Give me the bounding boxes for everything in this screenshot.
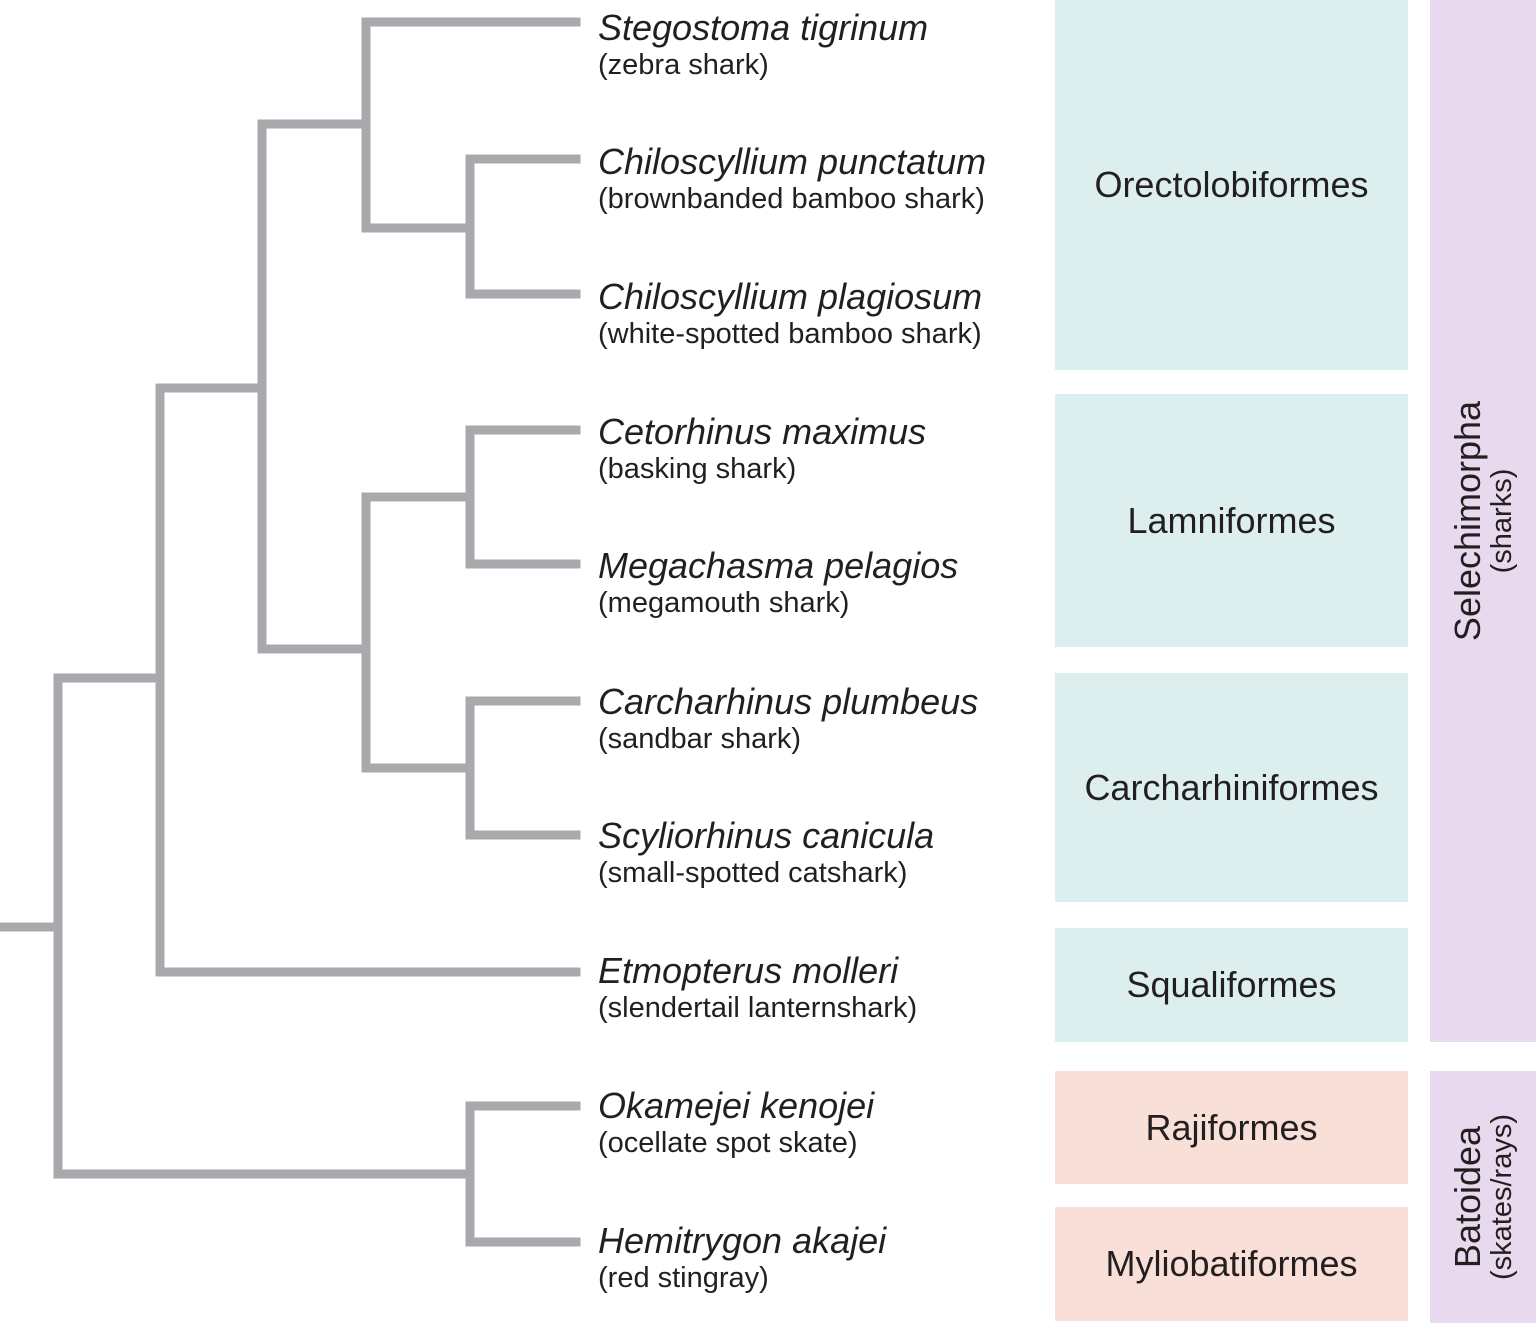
group-name: Batoidea [1447,1125,1488,1269]
group-subtitle: (sharks) [1486,468,1518,574]
order-lamniformes: Lamniformes [1055,394,1408,647]
order-label: Orectolobiformes [1094,164,1369,205]
group-label: Batoidea (skates/rays) [1447,1114,1518,1280]
order-orectolobiformes: Orectolobiformes [1055,0,1408,370]
order-label: Carcharhiniformes [1084,766,1379,808]
common-name: (ocellate spot skate) [598,1127,858,1159]
order-rajiformes: Rajiformes [1055,1071,1408,1184]
taxon-cetorhinus-maximus: Cetorhinus maximus (basking shark) [598,412,926,486]
order-label: Lamniformes [1127,499,1336,541]
common-name: (red stingray) [598,1262,769,1294]
common-name: (white-spotted bamboo shark) [598,318,982,350]
scientific-name: Cetorhinus maximus [598,411,927,452]
scientific-name: Okamejei kenojei [598,1085,875,1126]
scientific-name: Etmopterus molleri [598,950,899,991]
taxon-megachasma-pelagios: Megachasma pelagios (megamouth shark) [598,546,958,620]
order-myliobatiformes: Myliobatiformes [1055,1207,1408,1321]
common-name: (small-spotted catshark) [598,857,908,889]
common-name: (zebra shark) [598,49,769,81]
common-name: (sandbar shark) [598,723,802,755]
scientific-name: Scyliorhinus canicula [598,815,935,856]
scientific-name: Chiloscyllium plagiosum [598,276,983,317]
scientific-name: Carcharhinus plumbeus [598,681,979,722]
scientific-name: Chiloscyllium punctatum [598,141,987,182]
order-label: Squaliformes [1126,964,1337,1005]
scientific-name: Megachasma pelagios [598,545,959,586]
group-label: Selechimorpha (sharks) [1447,400,1518,642]
common-name: (basking shark) [598,453,797,485]
taxon-chiloscyllium-punctatum: Chiloscyllium punctatum (brownbanded bam… [598,142,986,216]
order-squaliformes: Squaliformes [1055,928,1408,1042]
common-name: (slendertail lanternshark) [598,992,918,1024]
order-label: Rajiformes [1145,1106,1318,1148]
group-selechimorpha: Selechimorpha (sharks) [1430,0,1536,1042]
scientific-name: Hemitrygon akajei [598,1220,887,1261]
order-label: Myliobatiformes [1105,1243,1358,1284]
taxon-hemitrygon-akajei: Hemitrygon akajei (red stingray) [598,1221,886,1295]
taxon-carcharhinus-plumbeus: Carcharhinus plumbeus (sandbar shark) [598,682,978,756]
taxon-stegostoma-tigrinum: Stegostoma tigrinum (zebra shark) [598,8,928,82]
order-carcharhiniformes: Carcharhiniformes [1055,673,1408,902]
taxon-scyliorhinus-canicula: Scyliorhinus canicula (small-spotted cat… [598,816,934,890]
group-batoidea: Batoidea (skates/rays) [1430,1071,1536,1323]
common-name: (megamouth shark) [598,587,850,619]
common-name: (brownbanded bamboo shark) [598,183,985,215]
taxon-etmopterus-molleri: Etmopterus molleri (slendertail lanterns… [598,951,917,1025]
taxon-chiloscyllium-plagiosum: Chiloscyllium plagiosum (white-spotted b… [598,277,982,351]
scientific-name: Stegostoma tigrinum [598,7,929,48]
taxon-okamejei-kenojei: Okamejei kenojei (ocellate spot skate) [598,1086,874,1160]
group-name: Selechimorpha [1447,400,1488,642]
group-subtitle: (skates/rays) [1486,1114,1518,1280]
